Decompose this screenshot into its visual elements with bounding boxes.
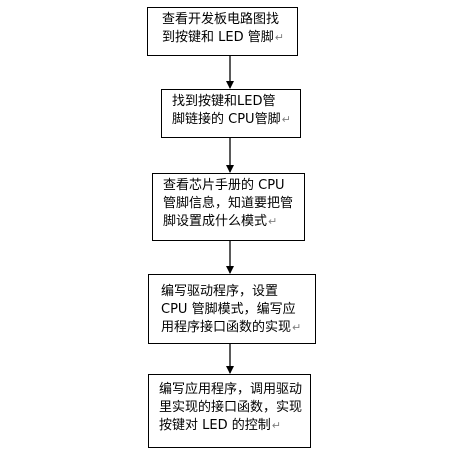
step-2-line-2-text: 脚链接的 CPU管脚 [172,112,281,127]
step-1-line-1: 查看开发板电路图找 [162,12,280,27]
step-1-line-2-text: 到按键和 LED 管脚 [162,30,274,45]
paragraph-mark-icon: ↵ [292,321,302,334]
step-1-line-2: 到按键和 LED 管脚↵ [162,29,291,47]
step-4-line-1: 编写驱动程序，设置 [161,284,279,299]
step-4-line-3: 用程序接口函数的实现↵ [161,319,309,337]
flow-step-1: 查看开发板电路图找 到按键和 LED 管脚↵ [147,7,298,56]
step-4-line-2: CPU 管脚模式，编写应 [161,302,296,317]
paragraph-mark-icon: ↵ [268,215,278,228]
flow-step-4: 编写驱动程序，设置 CPU 管脚模式，编写应 用程序接口函数的实现↵ [148,274,316,344]
step-3-line-2: 管脚信息，知道要把管 [163,196,294,211]
step-3-line-3: 脚设置成什么模式↵ [163,213,298,231]
step-5-line-3-text: 按键对 LED 的控制 [159,418,271,433]
step-2-line-2: 脚链接的 CPU管脚↵ [172,111,294,129]
paragraph-mark-icon: ↵ [274,31,284,44]
paragraph-mark-icon: ↵ [271,419,281,432]
flow-step-2: 找到按键和LED管 脚链接的 CPU管脚↵ [161,89,301,138]
flow-step-3: 查看芯片手册的 CPU 管脚信息，知道要把管 脚设置成什么模式↵ [152,173,305,241]
flow-step-5: 编写应用程序，调用驱动 里实现的接口函数，实现 按键对 LED 的控制↵ [148,374,311,448]
step-5-line-3: 按键对 LED 的控制↵ [159,417,304,435]
step-5-line-1: 编写应用程序，调用驱动 [159,382,303,397]
step-3-line-3-text: 脚设置成什么模式 [163,214,268,229]
step-5-line-2: 里实现的接口函数，实现 [159,400,303,415]
step-3-line-1: 查看芯片手册的 CPU [163,178,285,193]
step-2-line-1: 找到按键和LED管 [172,94,276,109]
step-4-line-3-text: 用程序接口函数的实现 [161,320,292,335]
paragraph-mark-icon: ↵ [281,113,291,126]
